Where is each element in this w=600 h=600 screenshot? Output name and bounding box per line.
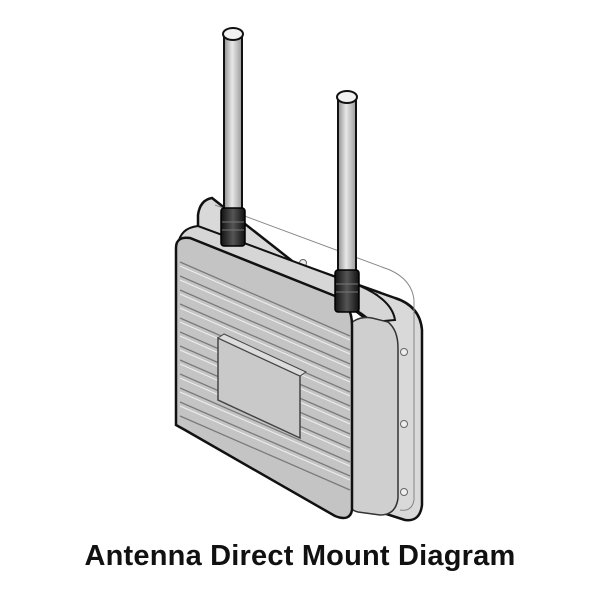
diagram-caption: Antenna Direct Mount Diagram (84, 540, 516, 572)
enclosure-body (174, 224, 399, 520)
screw-hole-icon (400, 420, 408, 428)
antenna-tip (222, 27, 244, 41)
left-antenna (220, 27, 246, 247)
right-antenna (334, 90, 360, 313)
antenna-tip (336, 90, 358, 104)
device-illustration (174, 27, 424, 522)
antenna-base (220, 207, 246, 247)
screw-hole-icon (400, 348, 408, 356)
screw-hole-icon (400, 488, 408, 496)
antenna-base (334, 269, 360, 313)
label-plate (216, 333, 308, 440)
